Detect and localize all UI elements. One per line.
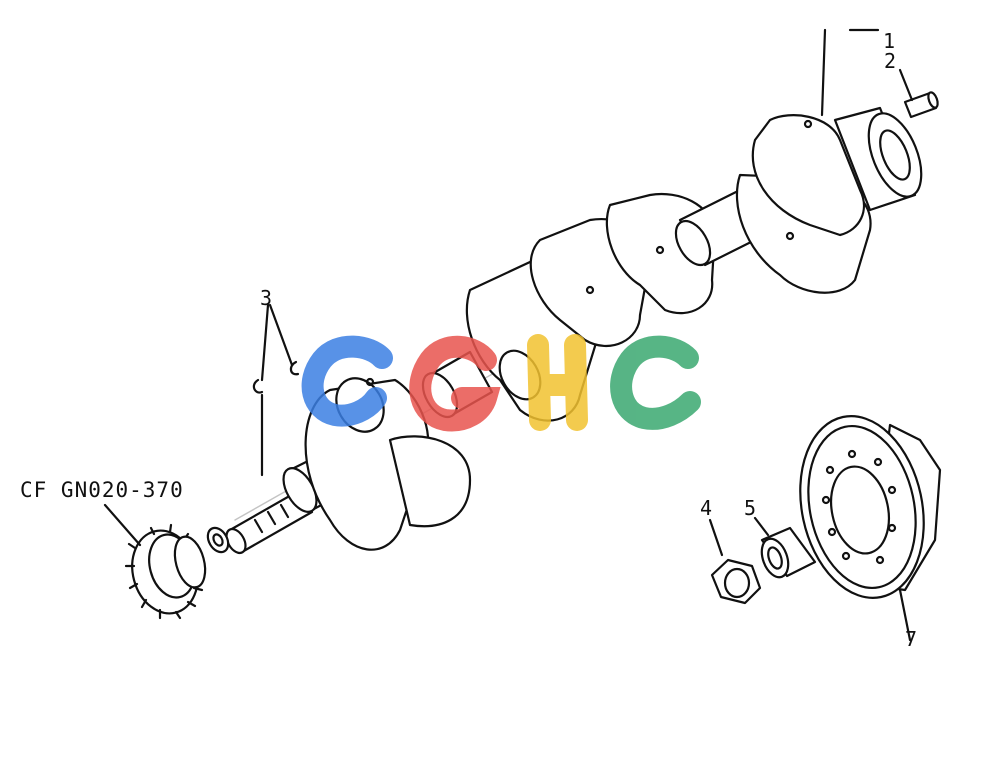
crank-nut	[710, 558, 762, 605]
crankshaft	[225, 106, 923, 555]
woodruff-key	[206, 526, 230, 554]
watermark-letter-c	[610, 335, 701, 430]
crankshaft-rear-flange	[833, 106, 923, 212]
watermark	[301, 334, 701, 432]
watermark-letter-g	[409, 335, 501, 432]
watermark-letter-c	[301, 335, 393, 427]
crankshaft-pulley	[799, 415, 942, 599]
crankshaft-rear-webs	[735, 114, 872, 294]
callout-2: 2	[884, 49, 896, 73]
watermark-letter-h	[527, 334, 588, 431]
thrust-washers	[252, 360, 300, 394]
dowel-pin	[903, 91, 939, 119]
pulley-bushing	[760, 526, 817, 579]
timing-gear	[124, 523, 207, 620]
callout-7: 7	[905, 627, 917, 651]
leader-lines	[103, 28, 914, 642]
callout-1: 1	[883, 29, 895, 53]
callout-3: 3	[260, 286, 272, 310]
callout-4: 4	[700, 496, 712, 520]
cross-reference-label: CF GN020-370	[20, 478, 184, 502]
callout-5: 5	[744, 496, 756, 520]
